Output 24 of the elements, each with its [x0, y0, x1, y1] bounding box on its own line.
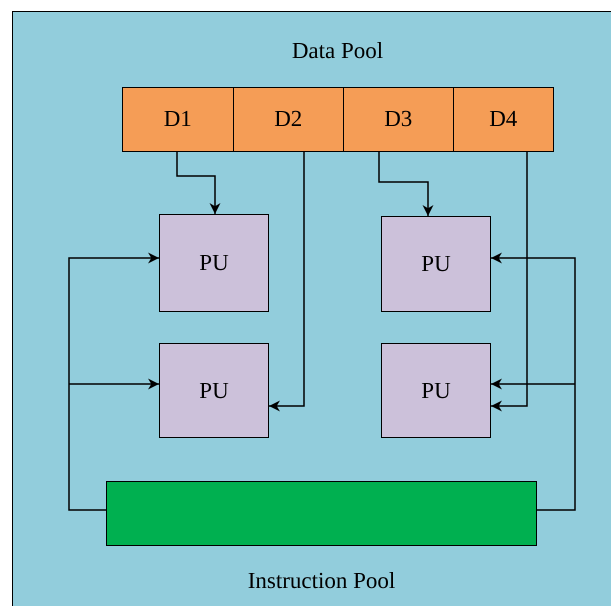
processing-unit-box — [381, 343, 491, 438]
arrow — [69, 378, 159, 390]
arrow — [491, 252, 576, 384]
unit-label: PU — [199, 250, 229, 276]
processing-unit-box — [159, 343, 269, 438]
arrow — [491, 378, 575, 390]
arrow — [269, 152, 305, 412]
unit-label: PU — [421, 378, 451, 404]
data-label: D1 — [164, 106, 192, 132]
arrow — [68, 252, 159, 384]
unit-label: PU — [421, 251, 451, 277]
connector-line — [537, 384, 576, 511]
processing-unit-box — [381, 216, 491, 312]
unit-label: PU — [199, 378, 229, 404]
pool-caption: Instruction Pool — [248, 568, 396, 594]
arrow — [176, 152, 220, 214]
pool-title: Data Pool — [292, 38, 384, 64]
processing-unit-box — [159, 214, 269, 312]
connector-line — [68, 384, 106, 511]
arrow — [378, 152, 434, 216]
arrow — [491, 152, 528, 412]
data-label: D3 — [384, 106, 412, 132]
data-label: D2 — [274, 106, 302, 132]
data-label: D4 — [489, 106, 518, 132]
